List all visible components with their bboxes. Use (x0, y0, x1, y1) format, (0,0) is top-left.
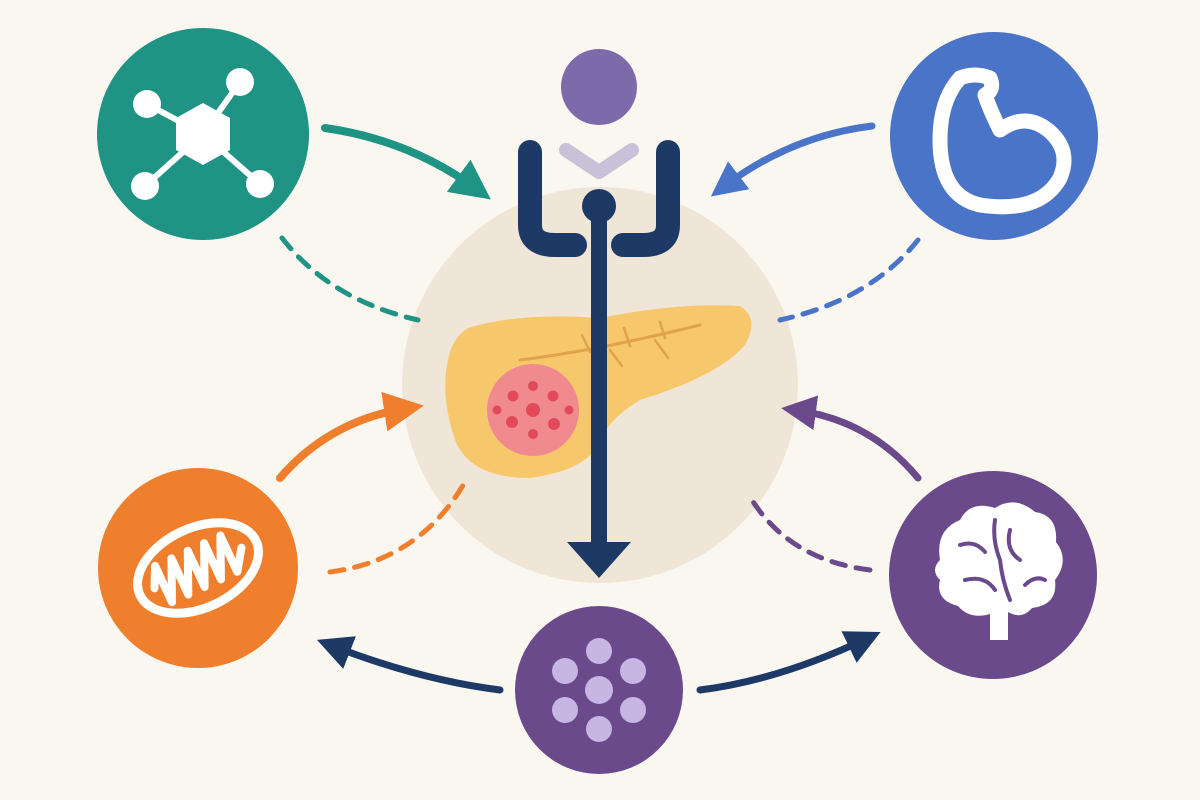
molecule-node (97, 28, 309, 240)
dashed-muscle-to-pancreas (777, 237, 921, 323)
dashed-molecule-to-pancreas (279, 235, 421, 323)
arrow-cells-to-brain (696, 631, 881, 694)
arrow-brain-to-pancreas (781, 395, 922, 482)
person-icon (518, 49, 680, 257)
mitochondria-node (98, 468, 298, 668)
arrow-muscle-to-pancreas (710, 122, 876, 197)
flexed-arm-icon (932, 67, 1072, 215)
molecule-icon (131, 68, 274, 200)
brain-node (889, 471, 1097, 679)
mitochondria-icon (133, 518, 263, 618)
cells-node (515, 606, 683, 774)
dashed-brain-to-pancreas (749, 497, 873, 573)
arrowhead-person-to-cells (567, 542, 631, 578)
arrow-cells-to-mitochondria (316, 636, 504, 694)
cell-cluster-icon (552, 638, 646, 742)
arrow-mitochondria-to-pancreas (276, 391, 424, 482)
muscle-node (890, 32, 1098, 240)
brain-icon (935, 502, 1063, 640)
arrow-molecule-to-pancreas (321, 124, 491, 200)
dashed-mitochondria-to-pancreas (327, 479, 468, 575)
